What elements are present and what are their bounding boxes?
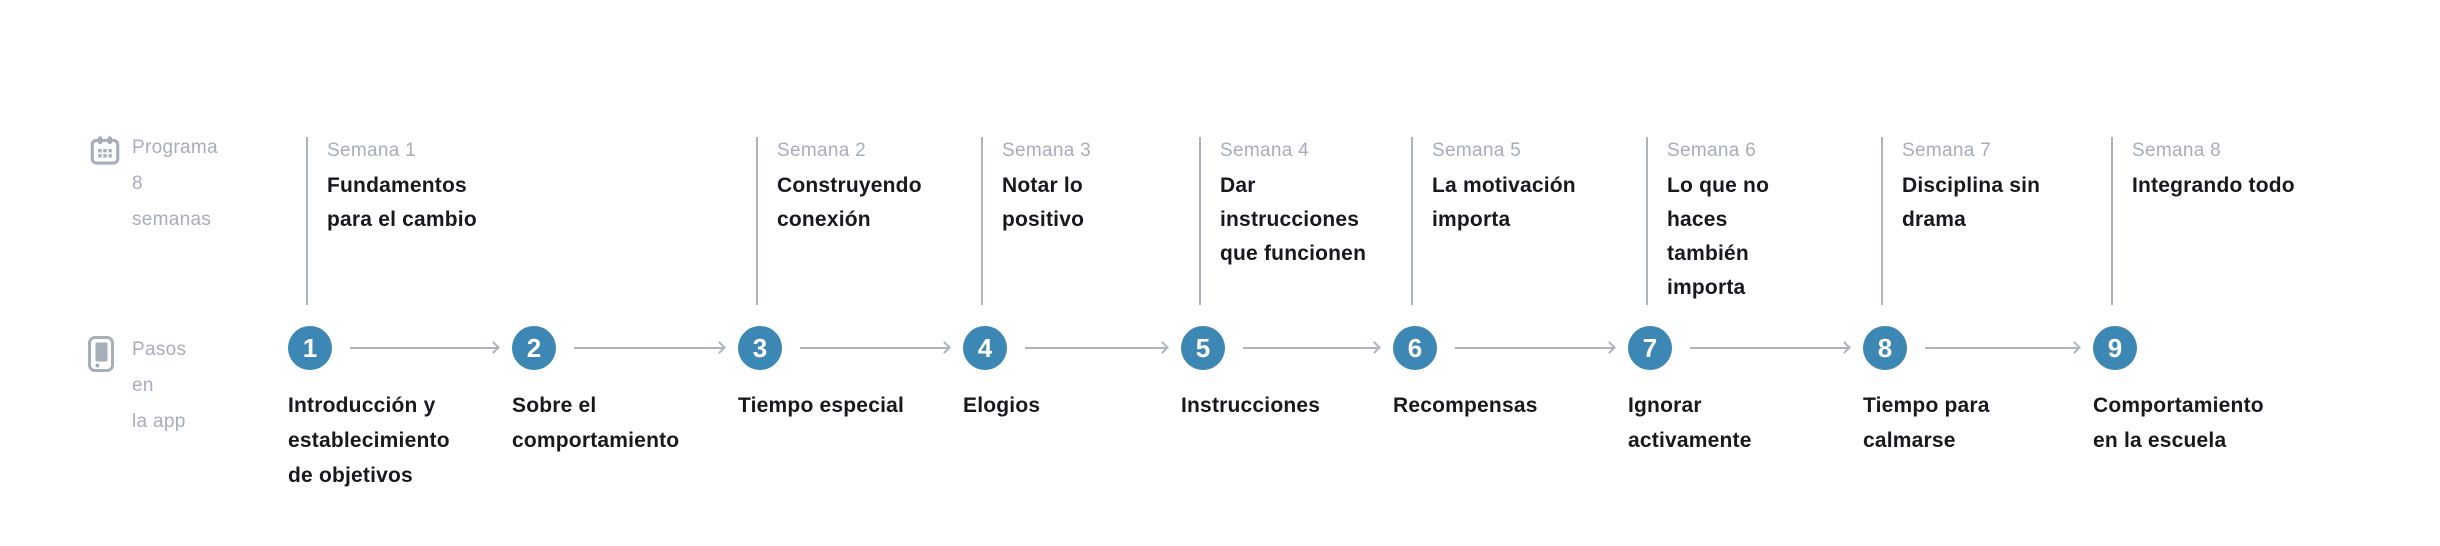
week-divider-line	[2111, 137, 2113, 305]
step-label: Introducción y establecimiento de objeti…	[288, 394, 450, 487]
week-divider-line	[1881, 137, 1883, 305]
step-label: Tiempo para calmarse	[1863, 394, 1990, 452]
step-number: 5	[1195, 332, 1211, 363]
step-number-badge: 4	[963, 326, 1007, 370]
step-number: 6	[1407, 332, 1423, 363]
week-label: Semana 1	[327, 140, 417, 161]
step-label: Sobre el comportamiento	[512, 394, 680, 452]
step-number-badge: 2	[512, 326, 556, 370]
week-label: Semana 5	[1432, 140, 1522, 161]
step-number: 1	[302, 332, 318, 363]
step-4: 4 Elogios	[963, 326, 1040, 417]
week-divider-line	[306, 137, 308, 305]
legend-program-label: Programa 8 semanas	[132, 137, 218, 230]
step-label: Tiempo especial	[738, 394, 905, 417]
arrow-right-icon	[1455, 347, 1614, 349]
week-title: Disciplina sin drama	[1902, 174, 2041, 231]
arrow-right-icon	[350, 347, 498, 349]
week-title: Lo que no haces también importa	[1667, 174, 1770, 299]
week-divider-line	[1646, 137, 1648, 305]
week-title: Fundamentos para el cambio	[327, 174, 477, 231]
step-label: Recompensas	[1393, 394, 1538, 417]
step-number: 8	[1877, 332, 1893, 363]
step-number-badge: 5	[1181, 326, 1225, 370]
step-label: Ignorar activamente	[1628, 394, 1752, 452]
calendar-icon	[88, 134, 122, 173]
week-label: Semana 4	[1220, 140, 1310, 161]
step-7: 7 Ignorar activamente	[1628, 326, 1751, 452]
week-title: Notar lo positivo	[1002, 174, 1085, 231]
step-number-badge: 3	[738, 326, 782, 370]
week-title: Construyendo conexión	[777, 174, 922, 231]
step-9: 9 Comportamiento en la escuela	[2093, 326, 2264, 452]
phone-icon	[88, 336, 115, 377]
step-number: 7	[1642, 332, 1658, 363]
arrow-right-icon	[1690, 347, 1849, 349]
step-5: 5 Instrucciones	[1181, 326, 1320, 417]
arrow-right-icon	[1025, 347, 1167, 349]
step-number: 2	[526, 332, 542, 363]
arrow-right-icon	[800, 347, 949, 349]
step-2: 2 Sobre el comportamiento	[512, 326, 679, 452]
step-label: Elogios	[963, 394, 1041, 417]
step-number-badge: 8	[1863, 326, 1907, 370]
week-label: Semana 7	[1902, 140, 1992, 161]
arrow-right-icon	[1925, 347, 2079, 349]
step-label: Instrucciones	[1181, 394, 1321, 417]
step-number-badge: 9	[2093, 326, 2137, 370]
legend-app-steps-label: Pasos en la app	[132, 339, 187, 432]
week-divider-line	[756, 137, 758, 305]
step-number: 3	[752, 332, 768, 363]
step-3: 3 Tiempo especial	[738, 326, 904, 417]
step-number-badge: 6	[1393, 326, 1437, 370]
week-divider-line	[1411, 137, 1413, 305]
week-title: Dar instrucciones que funcionen	[1220, 174, 1367, 265]
step-number: 9	[2107, 332, 2123, 363]
step-number: 4	[977, 332, 993, 363]
week-label: Semana 3	[1002, 140, 1092, 161]
step-8: 8 Tiempo para calmarse	[1863, 326, 1989, 452]
arrow-right-icon	[1243, 347, 1379, 349]
week-divider-line	[1199, 137, 1201, 305]
week-label: Semana 2	[777, 140, 867, 161]
week-label: Semana 8	[2132, 140, 2222, 161]
week-divider-line	[981, 137, 983, 305]
week-title: La motivación importa	[1432, 174, 1576, 231]
arrow-right-icon	[574, 347, 724, 349]
week-title: Integrando todo	[2132, 174, 2295, 197]
step-number-badge: 7	[1628, 326, 1672, 370]
week-label: Semana 6	[1667, 140, 1757, 161]
step-6: 6 Recompensas	[1393, 326, 1537, 417]
step-label: Comportamiento en la escuela	[2093, 394, 2264, 452]
step-number-badge: 1	[288, 326, 332, 370]
step-1: 1 Introducción y establecimiento de obje…	[288, 326, 450, 487]
